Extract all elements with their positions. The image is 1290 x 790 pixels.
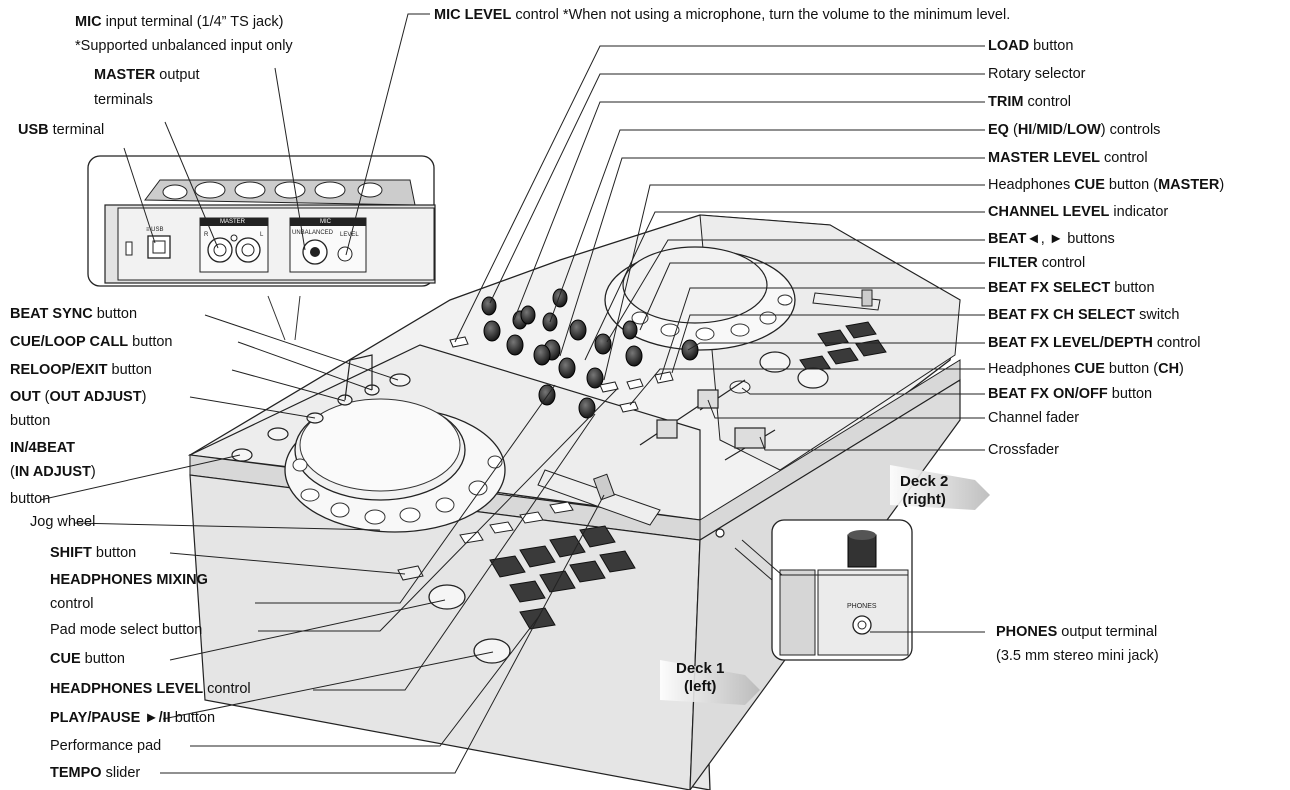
rear-panel-inset [87, 155, 436, 341]
channel-fader-label: Channel fader [988, 410, 1080, 426]
tempo-slider-label: TEMPO slider [50, 765, 141, 781]
in-adjust-label: (IN ADJUST) [10, 464, 96, 480]
hp-cue-ch-label: Headphones CUE button (CH) [988, 361, 1184, 377]
rotary-selector-label: Rotary selector [988, 66, 1086, 82]
deck1-arrow [660, 660, 760, 705]
beat-fx-ch-select-label: BEAT FX CH SELECT switch [988, 307, 1180, 323]
inset-l-text: L [260, 232, 264, 238]
inset-mic-text: MIC [320, 219, 331, 225]
phones-inset [734, 519, 913, 661]
inset-usb-text: ≡ USB [146, 227, 164, 233]
master-level-label: MASTER LEVEL control [988, 150, 1148, 166]
phones-output-label-line2: (3.5 mm stereo mini jack) [996, 648, 1159, 664]
mic-input-note: *Supported unbalanced input only [75, 38, 293, 54]
crossfader-label: Crossfader [988, 442, 1059, 458]
jog-wheel-label: Jog wheel [30, 514, 96, 530]
beat-fx-level-label: BEAT FX LEVEL/DEPTH control [988, 335, 1201, 351]
shift-label: SHIFT button [50, 545, 137, 561]
usb-terminal-label: USB terminal [18, 122, 105, 138]
phones-output-label: PHONES output terminal [996, 624, 1158, 640]
out-adjust-label: OUT (OUT ADJUST) [10, 389, 147, 405]
inset-master-text: MASTER [220, 219, 246, 225]
trim-control-label: TRIM control [988, 94, 1071, 110]
beat-buttons-label: BEAT◄, ► buttons [988, 231, 1115, 247]
deck2-arrow [890, 465, 990, 510]
inset-level-text: LEVEL [340, 232, 359, 238]
jog-wheel-left [284, 398, 506, 533]
master-output-label-line2: terminals [94, 92, 153, 108]
beat-sync-label: BEAT SYNC button [10, 306, 138, 322]
reloop-exit-label: RELOOP/EXIT button [10, 362, 152, 378]
inset-r-text: R [204, 232, 209, 238]
cue-loop-call-label: CUE/LOOP CALL button [10, 334, 173, 350]
pad-mode-select-label: Pad mode select button [50, 622, 203, 638]
mic-level-label: MIC LEVEL control *When not using a micr… [434, 7, 1011, 23]
play-pause-label: PLAY/PAUSE ►/II button [50, 710, 216, 726]
inset-unbalanced-text: UNBALANCED [292, 230, 334, 236]
in-4beat-label-line3: button [10, 491, 51, 507]
headphones-mixing-label: HEADPHONES MIXING [50, 572, 208, 588]
master-output-label: MASTER output [94, 67, 200, 83]
jog-wheel-right [604, 246, 796, 351]
out-adjust-label-line2: button [10, 413, 51, 429]
mic-input-label: MIC input terminal (1/4” TS jack) [75, 14, 284, 30]
load-button-label: LOAD button [988, 38, 1074, 54]
deck1-label: Deck 1(left) [676, 660, 725, 695]
eq-controls-label: EQ (HI/MID/LOW) controls [988, 122, 1161, 138]
headphones-mixing-label-line2: control [50, 596, 94, 612]
in-4beat-label: IN/4BEAT [10, 440, 75, 456]
beat-fx-onoff-label: BEAT FX ON/OFF button [988, 386, 1153, 402]
hp-cue-master-label: Headphones CUE button (MASTER) [988, 177, 1225, 193]
filter-control-label: FILTER control [988, 255, 1086, 271]
performance-pad-label: Performance pad [50, 738, 162, 754]
beat-fx-select-label: BEAT FX SELECT button [988, 280, 1155, 296]
phones-inset-text: PHONES [847, 603, 877, 610]
cue-button-label: CUE button [50, 651, 125, 667]
deck2-label: Deck 2(right) [900, 473, 949, 508]
channel-level-label: CHANNEL LEVEL indicator [988, 204, 1169, 220]
headphones-level-label: HEADPHONES LEVEL control [50, 681, 251, 697]
